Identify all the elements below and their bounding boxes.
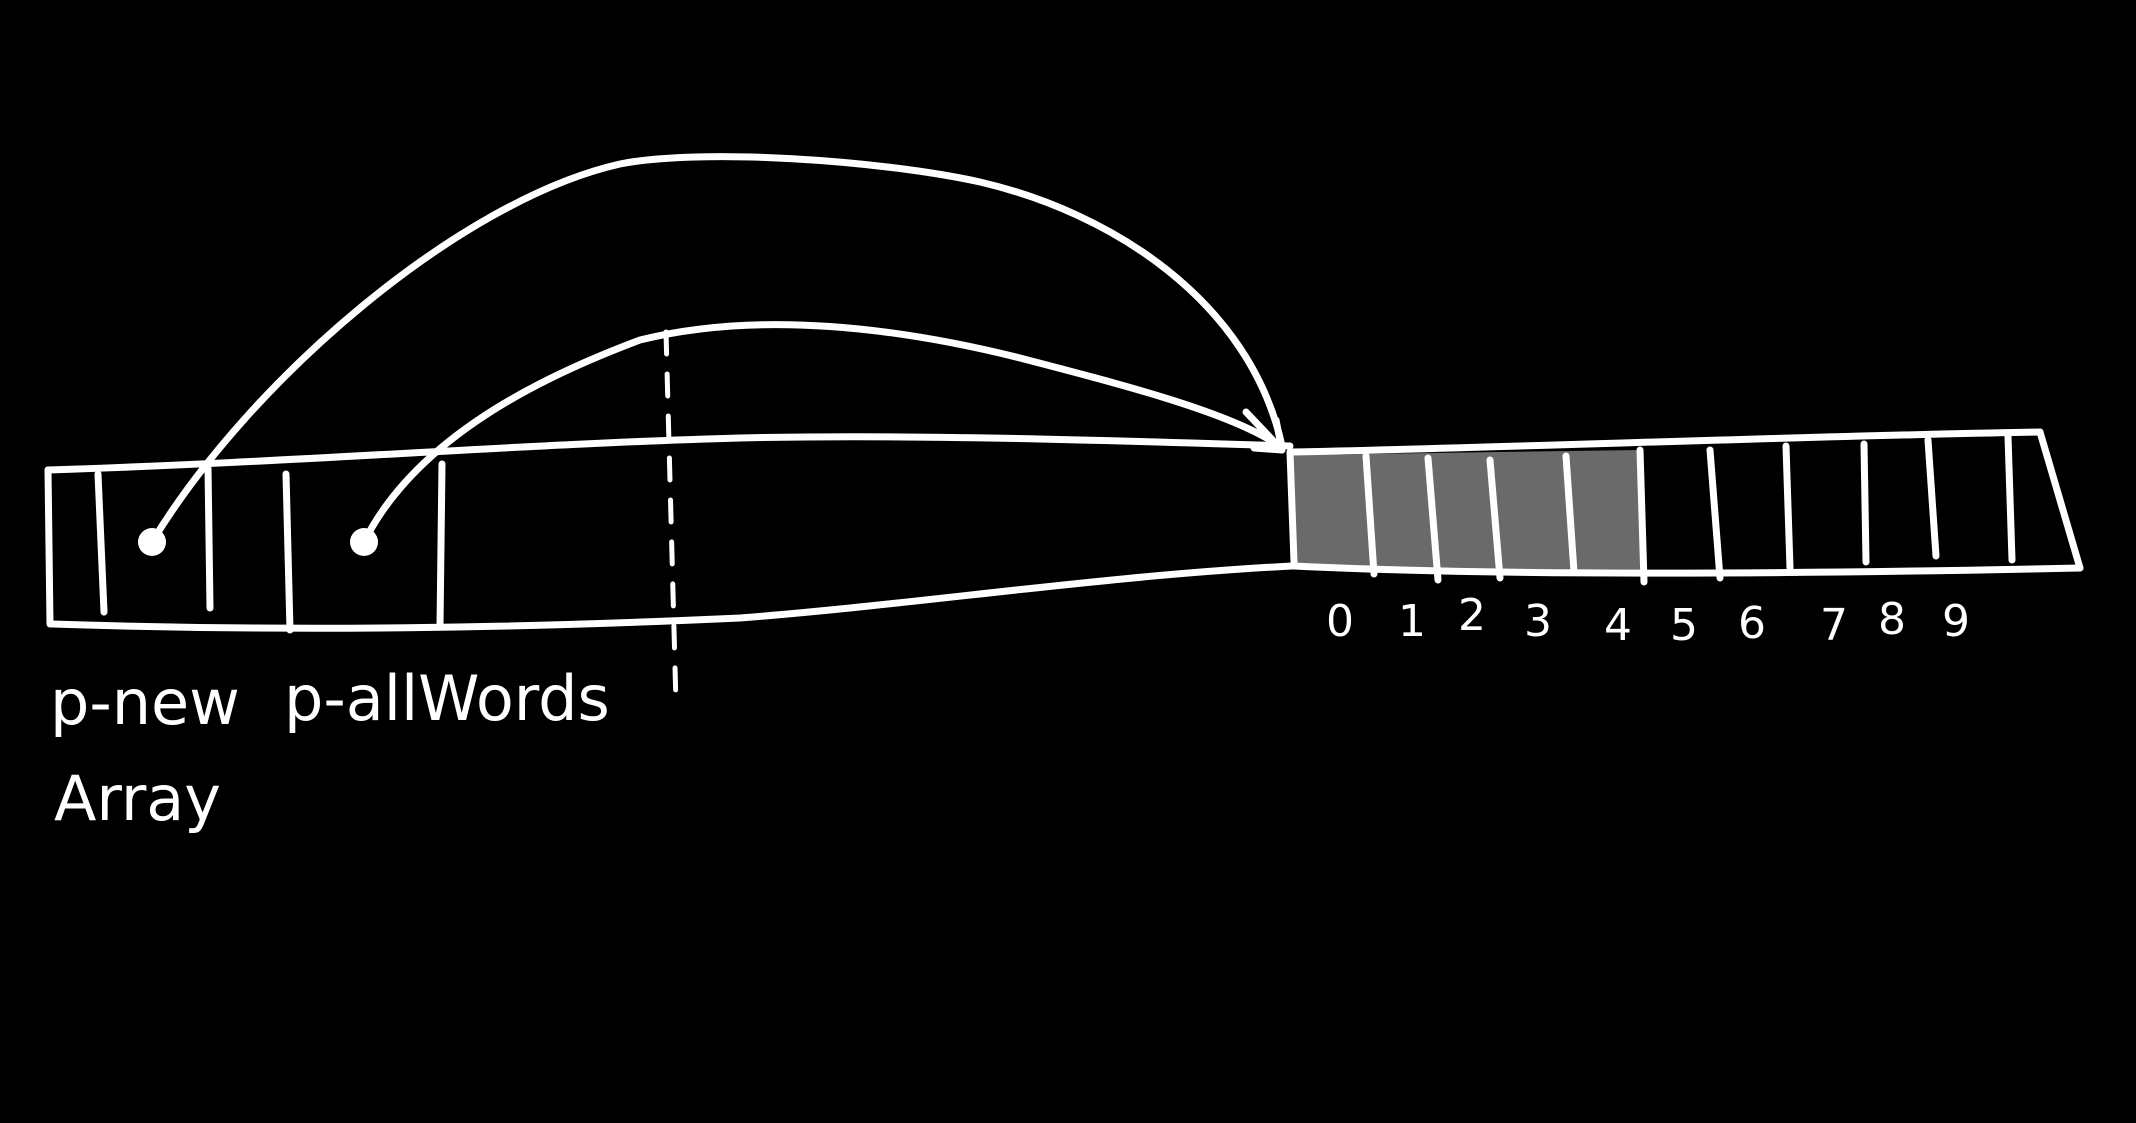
p-new-array-label-line1: p-new bbox=[50, 666, 240, 739]
heap-cell-divider bbox=[1424, 454, 1442, 584]
pointer-labels: p-new Array p-allWords bbox=[50, 662, 610, 835]
heap-bottom-edge bbox=[1290, 562, 2084, 577]
index-label: 6 bbox=[1738, 598, 1766, 649]
index-label: 1 bbox=[1398, 596, 1426, 647]
index-label: 2 bbox=[1458, 590, 1486, 641]
heap-array bbox=[1286, 428, 2084, 586]
heap-cell-divider bbox=[2004, 432, 2016, 564]
stack-divider bbox=[204, 464, 214, 612]
heap-cell-divider bbox=[1362, 452, 1378, 578]
heap-top-edge bbox=[1286, 428, 2044, 456]
heap-cell-divider bbox=[1782, 442, 1794, 572]
dashed-separator bbox=[663, 329, 679, 707]
heap-cell-divider bbox=[1562, 452, 1578, 576]
stack-divider bbox=[282, 470, 294, 634]
index-label: 4 bbox=[1604, 600, 1632, 651]
index-label: 7 bbox=[1820, 600, 1848, 651]
arrow-p-new-array bbox=[148, 153, 1286, 546]
arrowhead bbox=[1242, 408, 1286, 454]
stack-left-edge bbox=[44, 466, 54, 628]
p-all-words-label: p-allWords bbox=[284, 662, 610, 735]
index-label: 0 bbox=[1326, 596, 1354, 647]
heap-cell-divider bbox=[1636, 446, 1648, 586]
stack-top-edge bbox=[44, 433, 1294, 474]
heap-left-edge bbox=[1286, 448, 1298, 566]
heap-right-edge bbox=[2036, 428, 2084, 572]
stack-strip bbox=[44, 433, 1296, 634]
stack-divider bbox=[436, 460, 446, 630]
heap-cell-divider bbox=[1924, 436, 1940, 560]
heap-cell-divider bbox=[1486, 456, 1504, 582]
index-labels: 0 1 2 3 4 5 6 7 8 9 bbox=[1326, 590, 1970, 651]
p-new-array-label-line2: Array bbox=[54, 762, 221, 835]
arrow-p-all-words bbox=[360, 321, 1274, 546]
index-label: 8 bbox=[1878, 594, 1906, 645]
stack-bottom-edge bbox=[48, 562, 1296, 632]
index-label: 3 bbox=[1524, 596, 1552, 647]
index-label: 9 bbox=[1942, 596, 1970, 647]
stack-divider bbox=[94, 470, 108, 616]
index-label: 5 bbox=[1670, 600, 1698, 651]
heap-cell-divider bbox=[1860, 440, 1870, 566]
shaded-cells bbox=[1292, 450, 1640, 574]
pointer-arrows bbox=[138, 153, 1286, 556]
heap-cell-divider bbox=[1706, 446, 1724, 582]
